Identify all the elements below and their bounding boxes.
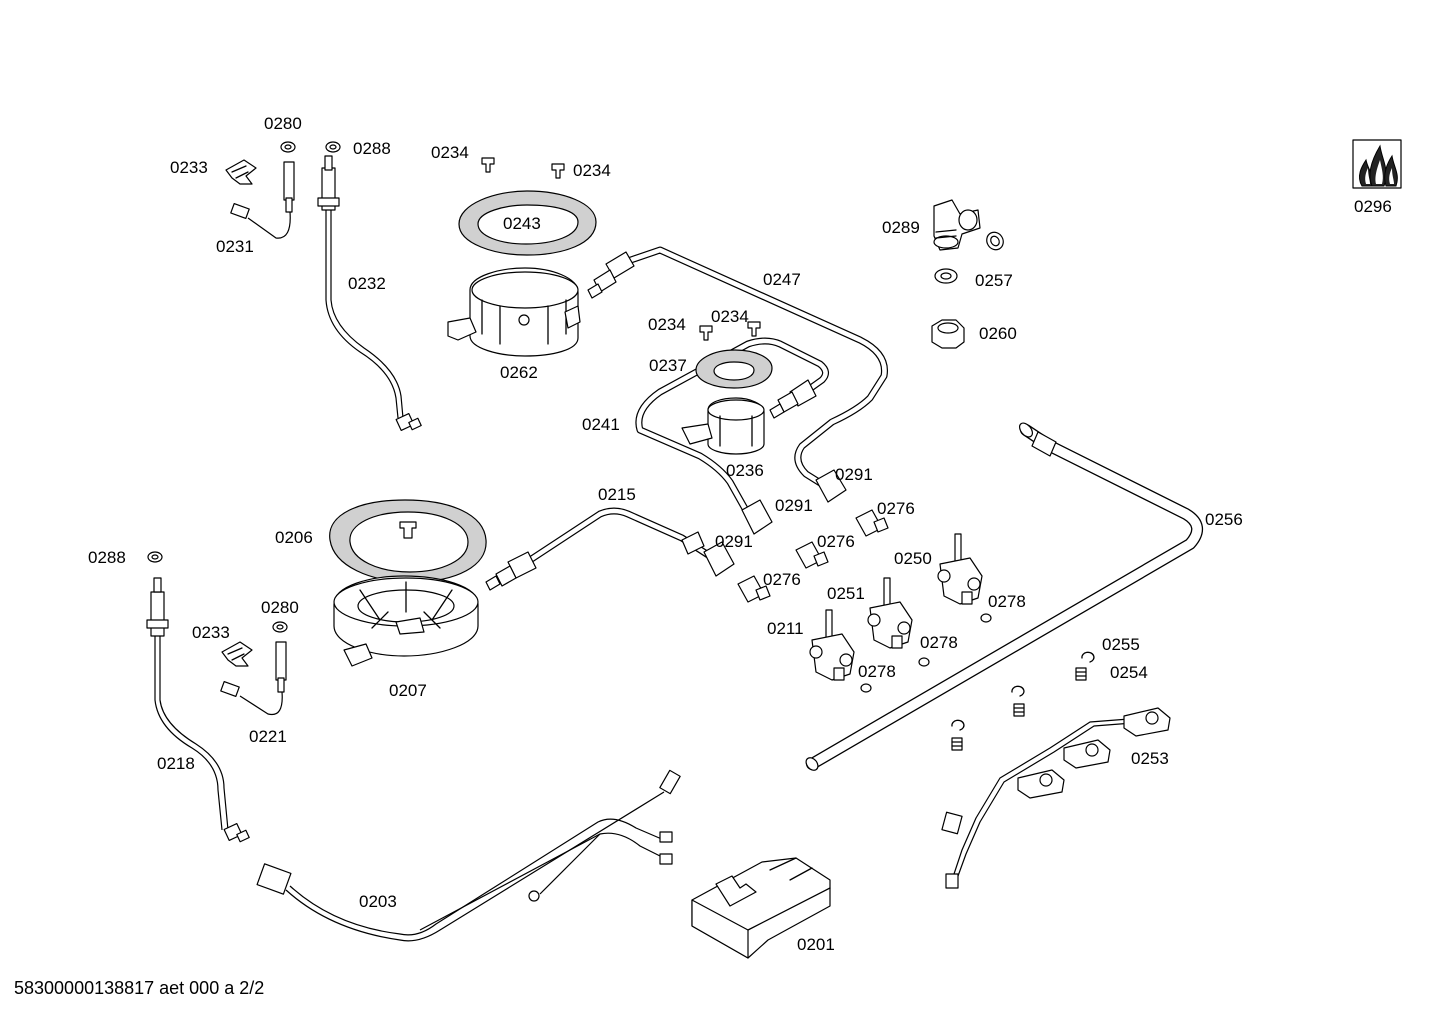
gasket-0206 xyxy=(329,499,487,583)
label-0221: 0221 xyxy=(249,727,287,746)
label-0232: 0232 xyxy=(348,274,386,293)
burner-body-0207 xyxy=(333,575,479,667)
label-0289: 0289 xyxy=(882,218,920,237)
label-0276-a: 0276 xyxy=(877,499,915,518)
washer-0278-c xyxy=(860,683,872,693)
gas-tap-0211 xyxy=(809,609,855,681)
switch-harness-0253 xyxy=(941,707,1171,889)
label-0237: 0237 xyxy=(649,356,687,375)
screw-0234-a xyxy=(481,157,495,173)
label-0288-top: 0288 xyxy=(353,139,391,158)
gasket-0237 xyxy=(695,349,773,389)
clip-0255-b xyxy=(1011,685,1025,717)
label-0253: 0253 xyxy=(1131,749,1169,768)
label-0251: 0251 xyxy=(827,584,865,603)
washer-0278-a xyxy=(980,613,992,623)
ignition-electrode-top xyxy=(230,161,295,239)
label-0278-b: 0278 xyxy=(920,633,958,652)
label-0250: 0250 xyxy=(894,549,932,568)
label-0260: 0260 xyxy=(979,324,1017,343)
label-0234-d: 0234 xyxy=(711,307,749,326)
part-labels: 0280 0288 0233 0231 0232 0234 0234 0243 … xyxy=(88,114,1392,954)
label-0234-c: 0234 xyxy=(648,315,686,334)
label-0203: 0203 xyxy=(359,892,397,911)
gas-tap-0250 xyxy=(937,533,983,605)
injector-0276-c xyxy=(737,575,771,603)
ring-0289 xyxy=(986,231,1004,251)
label-0276-c: 0276 xyxy=(763,570,801,589)
label-0231: 0231 xyxy=(216,237,254,256)
nut-0260 xyxy=(931,319,965,349)
burner-housing-0262 xyxy=(447,267,581,357)
screw-0234-d xyxy=(747,321,761,337)
label-0291-a: 0291 xyxy=(835,465,873,484)
washer-0288-bottom xyxy=(147,551,163,563)
washer-0278-b xyxy=(918,657,930,667)
thermocouple-top xyxy=(317,155,422,431)
label-0241: 0241 xyxy=(582,415,620,434)
clip-0233-bottom xyxy=(221,641,253,667)
gas-pipe-0247 xyxy=(587,246,888,503)
label-0234-b: 0234 xyxy=(573,161,611,180)
injector-0276-a xyxy=(855,509,889,537)
washer-0257 xyxy=(934,268,958,284)
label-0278-a: 0278 xyxy=(988,592,1026,611)
clip-0255-c xyxy=(951,719,965,751)
thermocouple-bottom xyxy=(146,577,250,843)
label-0215: 0215 xyxy=(598,485,636,504)
label-0201: 0201 xyxy=(797,935,835,954)
label-0291-c: 0291 xyxy=(715,532,753,551)
label-0206: 0206 xyxy=(275,528,313,547)
screw-0234-b xyxy=(551,163,565,179)
label-0255: 0255 xyxy=(1102,635,1140,654)
label-0254: 0254 xyxy=(1110,663,1148,682)
label-0262: 0262 xyxy=(500,363,538,382)
label-0280-top: 0280 xyxy=(264,114,302,133)
washer-0280-top xyxy=(280,141,296,153)
flame-symbol-0296 xyxy=(1352,139,1402,189)
label-0218: 0218 xyxy=(157,754,195,773)
washer-0280-bottom xyxy=(272,621,288,633)
burner-housing-0236 xyxy=(681,397,765,455)
label-0207: 0207 xyxy=(389,681,427,700)
label-0236: 0236 xyxy=(726,461,764,480)
gas-tube-0256 xyxy=(805,422,1203,771)
label-0256: 0256 xyxy=(1205,510,1243,529)
wiring-harness-0203 xyxy=(256,769,681,942)
ignition-electrode-bottom xyxy=(220,641,287,716)
document-footer-code: 58300000138817 aet 000 a 2/2 xyxy=(14,978,265,998)
clip-0233-top xyxy=(225,159,257,185)
screw-0234-c xyxy=(699,325,713,341)
gas-pipe-0215 xyxy=(485,507,735,591)
label-0291-b: 0291 xyxy=(775,496,813,515)
label-0233-bottom: 0233 xyxy=(192,623,230,642)
label-0288-bottom: 0288 xyxy=(88,548,126,567)
clip-0255 xyxy=(1081,651,1095,663)
label-0257: 0257 xyxy=(975,271,1013,290)
injector-0276-b xyxy=(795,541,829,569)
spring-0254 xyxy=(1075,667,1087,681)
label-0243: 0243 xyxy=(503,214,541,233)
washer-0288-top xyxy=(325,141,341,153)
label-0276-b: 0276 xyxy=(817,532,855,551)
label-0247: 0247 xyxy=(763,270,801,289)
gasket-0243 xyxy=(458,190,597,256)
label-0234-a: 0234 xyxy=(431,143,469,162)
gas-tap-0251 xyxy=(867,577,913,649)
elbow-fitting-0289 xyxy=(933,199,981,251)
label-0233-top: 0233 xyxy=(170,158,208,177)
label-0280-bottom: 0280 xyxy=(261,598,299,617)
label-0211: 0211 xyxy=(767,619,804,638)
ignition-module-0201 xyxy=(691,857,831,959)
label-0296: 0296 xyxy=(1354,197,1392,216)
label-0278-c: 0278 xyxy=(858,662,896,681)
